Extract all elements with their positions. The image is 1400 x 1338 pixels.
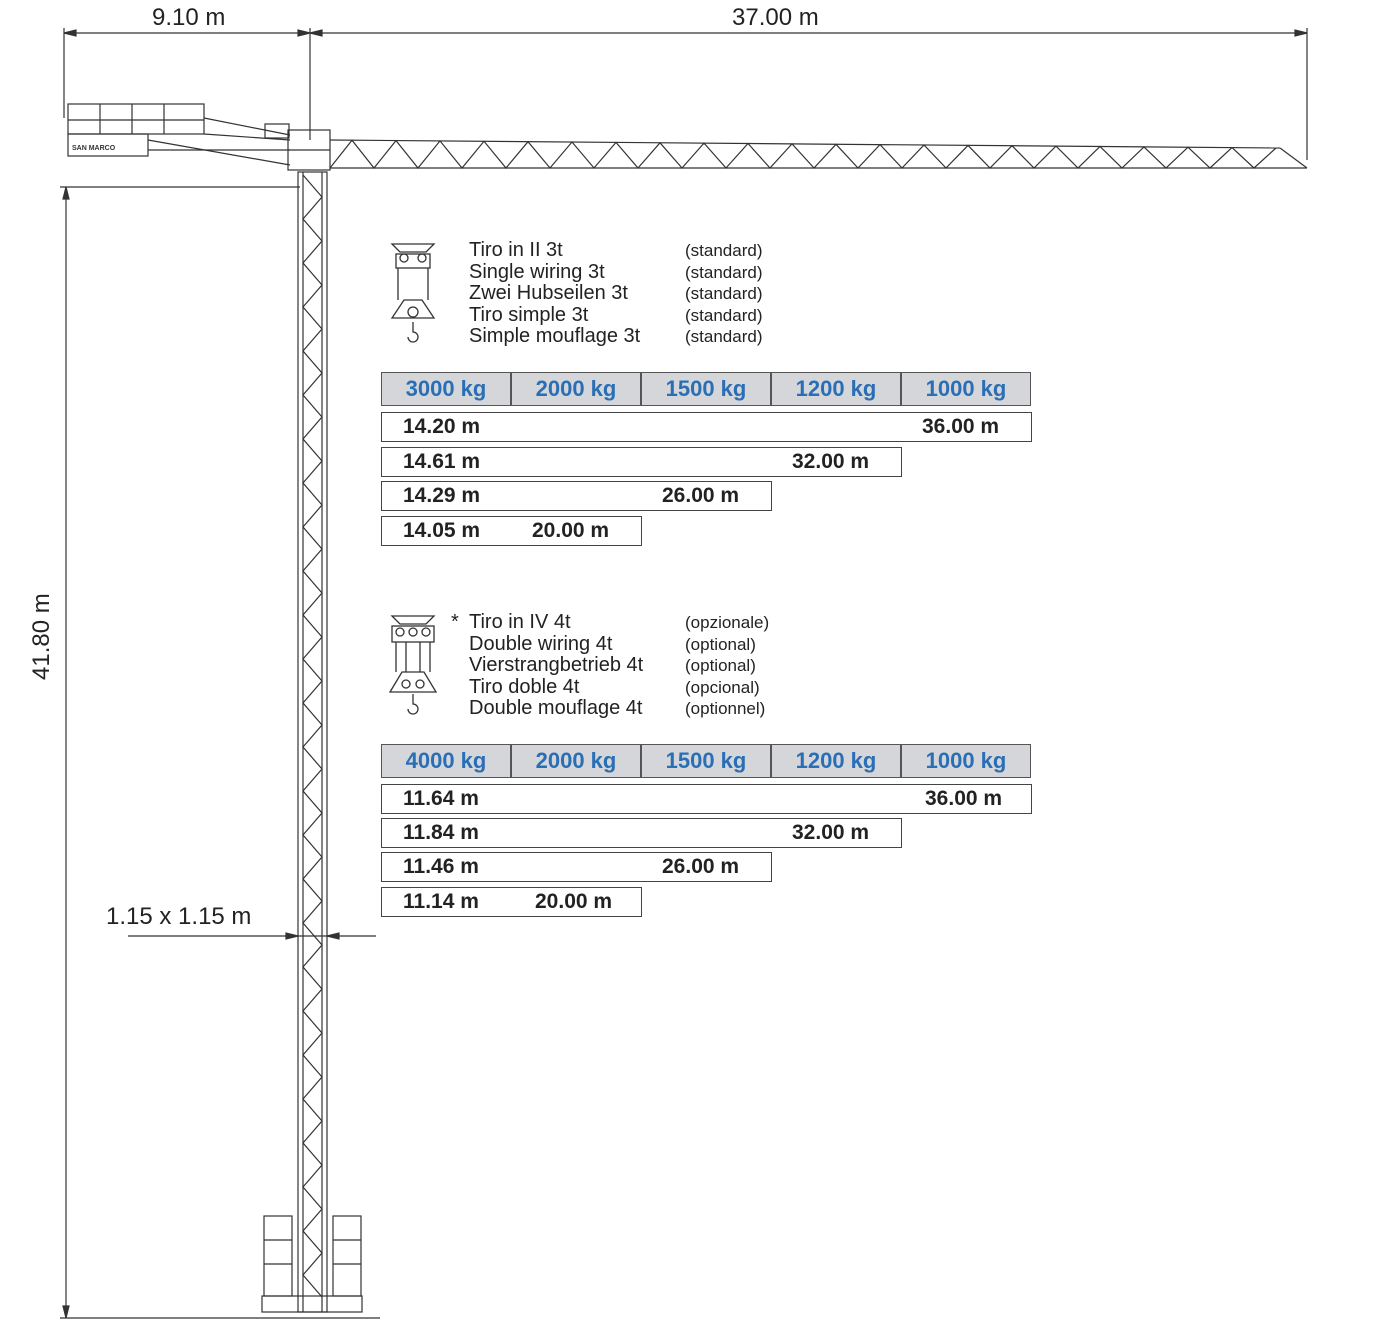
table-header-row: 3000 kg 2000 kg 1500 kg 1200 kg 1000 kg bbox=[381, 372, 1031, 408]
load-header: 4000 kg bbox=[381, 744, 511, 778]
config-name: Tiro doble 4t bbox=[469, 675, 580, 698]
optional-marker: * bbox=[451, 611, 459, 633]
table-header-row: 4000 kg 2000 kg 1500 kg 1200 kg 1000 kg bbox=[381, 744, 1031, 780]
max-reach: 26.00 m bbox=[662, 484, 740, 507]
load-header: 1000 kg bbox=[901, 372, 1031, 406]
max-reach: 36.00 m bbox=[925, 787, 1003, 810]
config-name: Zwei Hubseilen 3t bbox=[469, 282, 628, 304]
config-note: (standard) bbox=[685, 305, 763, 325]
max-reach: 26.00 m bbox=[662, 855, 740, 878]
config-note: (standard) bbox=[685, 262, 763, 282]
hook-block-4-fall-icon bbox=[388, 615, 438, 715]
config-name: Vierstrangbetrieb 4t bbox=[469, 654, 644, 676]
counter-jib-dimension: 9.10 m bbox=[152, 4, 226, 31]
max-load-radius: 14.20 m bbox=[403, 415, 481, 438]
config-name: Single wiring 3t bbox=[469, 260, 605, 283]
hook-block-2-fall-icon bbox=[390, 243, 436, 343]
table-row: 14.29 m 26.00 m bbox=[381, 481, 772, 511]
height-dimension: 41.80 m bbox=[28, 593, 55, 680]
table-row: 11.84 m 32.00 m bbox=[381, 818, 902, 848]
table-row: 14.61 m 32.00 m bbox=[381, 447, 902, 477]
brand-label: SAN MARCO bbox=[72, 145, 116, 152]
config-name: Double mouflage 4t bbox=[469, 697, 643, 719]
max-load-radius: 14.05 m bbox=[403, 519, 481, 542]
max-load-radius: 11.64 m bbox=[403, 787, 479, 810]
max-load-radius: 11.84 m bbox=[403, 821, 479, 844]
load-header: 2000 kg bbox=[511, 744, 641, 778]
load-header: 1500 kg bbox=[641, 744, 771, 778]
config-note: (standard) bbox=[685, 327, 763, 346]
table-row: 11.64 m 36.00 m bbox=[381, 784, 1032, 814]
mast-section-dimension: 1.15 x 1.15 m bbox=[106, 903, 252, 930]
config-name: Tiro in II 3t bbox=[469, 239, 563, 261]
max-reach: 36.00 m bbox=[922, 415, 1000, 438]
config-name: Tiro in IV 4t bbox=[469, 611, 571, 633]
load-header: 1200 kg bbox=[771, 744, 901, 778]
max-reach: 20.00 m bbox=[532, 519, 610, 542]
max-load-radius: 14.29 m bbox=[403, 484, 481, 507]
load-header: 2000 kg bbox=[511, 372, 641, 406]
config-name: Simple mouflage 3t bbox=[469, 325, 641, 347]
load-header: 3000 kg bbox=[381, 372, 511, 406]
config-note: (standard) bbox=[685, 284, 763, 303]
table-row: 14.20 m 36.00 m bbox=[381, 412, 1032, 442]
config-name: Tiro simple 3t bbox=[469, 303, 589, 326]
config-note: (opcional) bbox=[685, 677, 760, 697]
table-row: 11.14 m 20.00 m bbox=[381, 887, 642, 917]
max-reach: 32.00 m bbox=[792, 450, 870, 473]
config-note: (opzionale) bbox=[685, 613, 770, 632]
load-header: 1000 kg bbox=[901, 744, 1031, 778]
max-load-radius: 14.61 m bbox=[403, 450, 481, 473]
max-reach: 20.00 m bbox=[535, 890, 613, 913]
load-header: 1500 kg bbox=[641, 372, 771, 406]
config-name: Double wiring 4t bbox=[469, 632, 613, 655]
config-note: (standard) bbox=[685, 241, 763, 260]
config-note: (optional) bbox=[685, 634, 756, 654]
table-row: 11.46 m 26.00 m bbox=[381, 852, 772, 882]
load-header: 1200 kg bbox=[771, 372, 901, 406]
max-load-radius: 11.46 m bbox=[403, 855, 479, 878]
config-note: (optional) bbox=[685, 656, 756, 675]
max-load-radius: 11.14 m bbox=[403, 890, 479, 913]
table-row: 14.05 m 20.00 m bbox=[381, 516, 642, 546]
config-note: (optionnel) bbox=[685, 699, 766, 718]
jib-length-dimension: 37.00 m bbox=[732, 4, 819, 31]
max-reach: 32.00 m bbox=[792, 821, 870, 844]
